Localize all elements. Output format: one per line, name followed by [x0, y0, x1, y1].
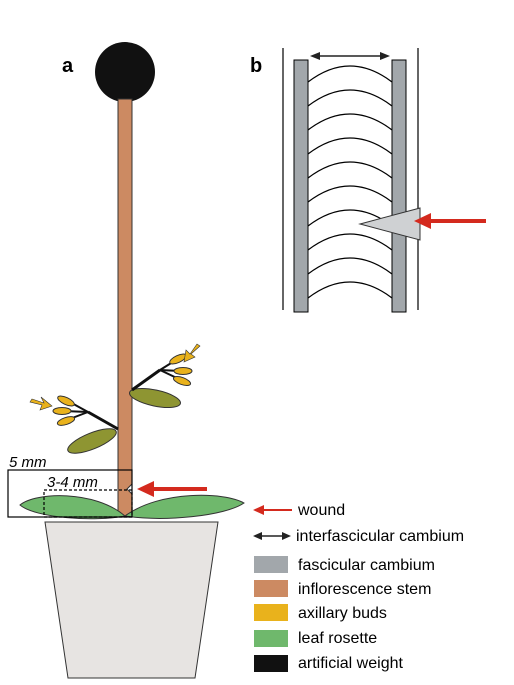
cauline-leaf-left — [67, 428, 117, 454]
branch-stem-right — [131, 368, 161, 392]
legend-swatch-inflorescence-stem — [254, 580, 288, 597]
cauline-leaf-right — [129, 387, 181, 409]
legend-item-fascicular-cambium: fascicular cambium — [254, 556, 435, 574]
legend-item-leaf-rosette: leaf rosette — [254, 630, 377, 647]
artificial-weight — [95, 42, 155, 102]
panel-a: a — [7, 42, 245, 679]
axillary-branch-left — [29, 395, 119, 454]
wound-cut-wedge — [358, 207, 421, 241]
legend-item-axillary-buds: axillary buds — [254, 604, 387, 622]
axillary-bud — [173, 367, 193, 375]
panel-b-letter: b — [250, 55, 262, 77]
legend-label-fascicular-cambium: fascicular cambium — [298, 557, 435, 574]
measure-box-3-4mm — [43, 489, 133, 518]
legend-item-wound: wound — [253, 502, 345, 519]
legend-label-inflorescence-stem: inflorescence stem — [298, 581, 431, 598]
legend-label-artificial-weight: artificial weight — [298, 655, 403, 672]
fascicular-cambium-right — [391, 59, 407, 313]
axillary-branch-right — [129, 343, 201, 409]
rosette-leaf-left — [19, 495, 127, 520]
legend-label-axillary-buds: axillary buds — [298, 605, 387, 622]
legend-item-interfascicular-cambium: interfascicular cambium — [253, 528, 464, 545]
plant-pot — [44, 521, 219, 679]
inflorescence-stem — [117, 98, 133, 518]
legend-item-artificial-weight: artificial weight — [254, 655, 403, 672]
axillary-bud — [56, 416, 76, 426]
axillary-bud — [57, 395, 75, 407]
legend-label-leaf-rosette: leaf rosette — [298, 630, 377, 647]
axillary-bud — [52, 407, 72, 415]
wound-arrow-a — [137, 481, 207, 497]
interfascicular-cells — [307, 65, 393, 299]
legend-swatch-axillary-buds — [254, 604, 288, 621]
legend-swatch-leaf-rosette — [254, 630, 288, 647]
bud-pointer-arrow-left — [29, 396, 53, 411]
interfascicular-width-arrow — [310, 52, 390, 60]
legend-swatch-fascicular-cambium — [254, 556, 288, 573]
dimension-label-5mm: 5 mm — [9, 454, 47, 471]
panel-b: b — [250, 48, 486, 313]
wound-arrow-b — [414, 213, 486, 229]
legend-label-wound: wound — [297, 502, 345, 519]
rosette-leaf-right — [123, 494, 245, 519]
legend-label-interfascicular-cambium: interfascicular cambium — [296, 528, 464, 545]
fascicular-cambium-left — [293, 59, 309, 313]
legend: wound interfascicular cambium fascicular… — [253, 502, 464, 672]
dimension-label-3-4mm: 3-4 mm — [47, 474, 98, 491]
legend-swatch-artificial-weight — [254, 655, 288, 672]
legend-wound-arrowhead — [253, 505, 264, 515]
branch-stem-left — [87, 410, 119, 431]
legend-item-inflorescence-stem: inflorescence stem — [254, 580, 431, 598]
axillary-bud — [172, 375, 192, 387]
panel-a-letter: a — [62, 55, 74, 77]
bud-pointer-arrow-right — [183, 343, 201, 363]
